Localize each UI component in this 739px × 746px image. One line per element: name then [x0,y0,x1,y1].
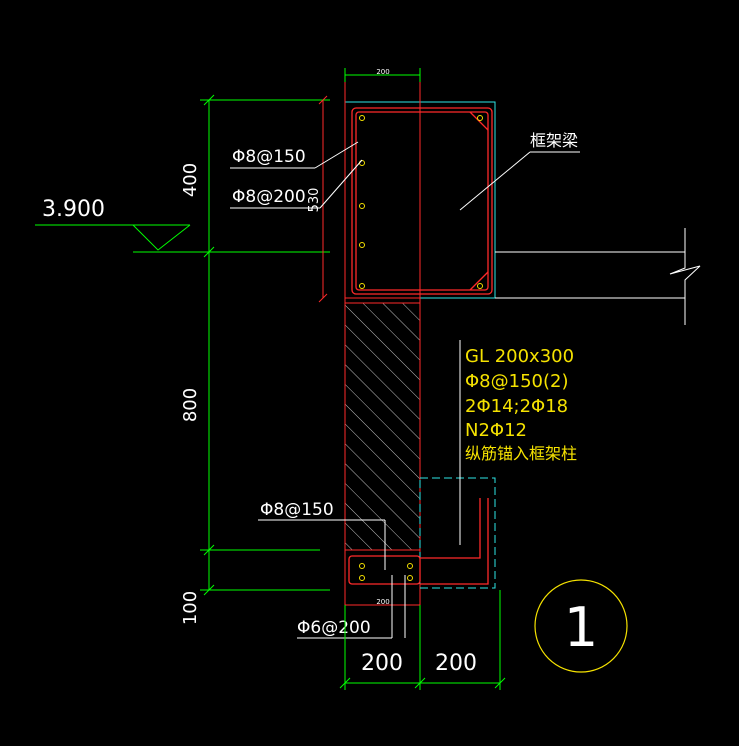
note-line-3: 2Φ14;2Φ18 [465,396,568,417]
stirrup-leaders-top [230,141,363,209]
dim-bottom-right: 200 [435,651,477,676]
lintel-note: GL 200x300 Φ8@150(2) 2Φ14;2Φ18 N2Φ12 纵筋锚… [465,346,577,463]
dim-vert-mid: 800 [180,388,201,422]
bottom-dimension [339,590,506,690]
note-line-2: Φ8@150(2) [465,371,568,392]
note-line-5: 纵筋锚入框架柱 [465,444,577,463]
dim-bottom-small: 200 [376,598,389,606]
elevation-label: 3.900 [42,197,105,222]
bottom-tie: Φ6@200 [297,618,371,638]
adjacent-column-outline [419,477,496,589]
stirrup-top-2: Φ8@200 [232,187,306,207]
elevation-marker [35,224,200,253]
beam-depth-dimension [318,95,328,303]
dim-vert-top: 400 [180,163,201,197]
masonry-wall [344,302,421,551]
note-line-4: N2Φ12 [465,420,527,441]
section-number: 1 [564,596,598,659]
vertical-dimension-chain [200,94,330,596]
stirrup-top-1: Φ8@150 [232,147,306,167]
dim-beam-depth: 530 [307,188,322,213]
dim-vert-bot: 100 [180,591,201,625]
dim-bottom-left: 200 [361,651,403,676]
slab-break-line [669,228,701,325]
stirrup-bottom: Φ8@150 [260,500,334,520]
beam-label-leader [459,151,580,211]
top-width-dimension [344,68,421,82]
beam-label: 框架梁 [530,131,578,150]
lintel-concrete [344,549,421,606]
section-number-bubble: 1 [534,579,628,673]
beam-stirrup [351,107,493,295]
dim-top-width: 200 [376,68,389,76]
note-line-1: GL 200x300 [465,346,574,367]
beam-rebars [359,115,483,289]
lintel-rebars [359,563,413,581]
